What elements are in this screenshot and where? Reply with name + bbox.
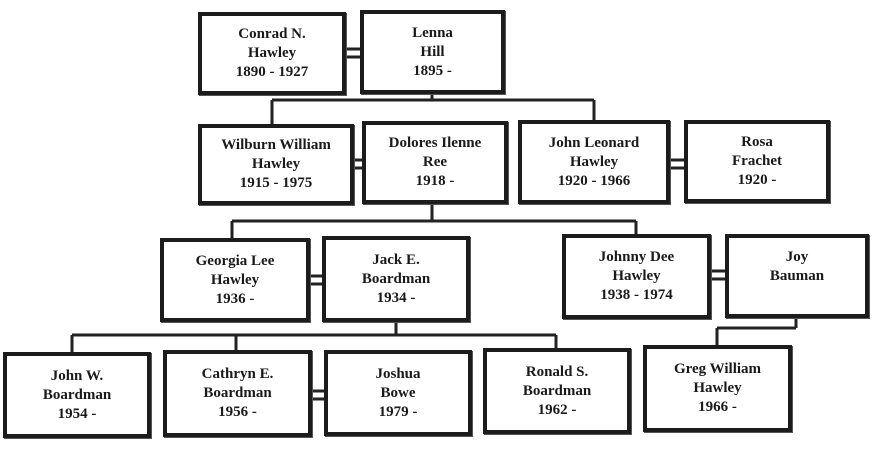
person-years: 1956 - — [218, 404, 257, 420]
person-name: Wilburn William — [221, 137, 331, 153]
person-surname: Boardman — [203, 385, 272, 401]
person-name: Greg William — [673, 361, 762, 377]
person-name: Lenna — [412, 24, 453, 41]
person-years: 1895 - — [413, 62, 452, 79]
person-surname: Hawley — [210, 271, 260, 288]
person-years: 1979 - — [378, 403, 418, 420]
person-name: Joshua — [375, 365, 421, 382]
person-surname: Hawley — [612, 268, 661, 284]
person-dolores-ree: Dolores Ilenne Ree 1918 - — [362, 121, 508, 204]
person-john-w-boardman: John W. Boardman 1954 - — [3, 352, 151, 438]
person-surname: Bauman — [769, 268, 825, 284]
person-surname: Hill — [420, 43, 445, 60]
person-years: 1918 - — [415, 173, 455, 189]
person-name: Rosa — [741, 134, 773, 150]
person-rosa-frachet: Rosa Frachet 1920 - — [684, 120, 830, 203]
person-name: Jack E. — [372, 251, 420, 268]
person-years: 1954 - — [57, 405, 97, 422]
person-name: Conrad N. — [238, 26, 306, 42]
person-surname: Boardman — [42, 386, 112, 403]
person-georgia-hawley: Georgia Lee Hawley 1936 - — [160, 238, 310, 322]
person-joy-bauman: Joy Bauman — [725, 234, 869, 318]
person-years: 1936 - — [215, 290, 255, 307]
person-surname: Boardman — [361, 270, 431, 287]
person-surname: Frachet — [732, 153, 782, 169]
person-name: John Leonard — [548, 134, 640, 151]
person-surname: Hawley — [569, 153, 619, 170]
person-joshua-bowe: Joshua Bowe 1979 - — [324, 350, 472, 436]
person-years: 1920 - 1966 — [557, 172, 631, 189]
person-name: Georgia Lee — [195, 252, 275, 269]
person-years: 1962 - — [537, 401, 577, 418]
person-name: Cathryn E. — [201, 366, 274, 382]
person-greg-hawley: Greg William Hawley 1966 - — [643, 345, 792, 432]
person-surname: Hawley — [693, 380, 742, 396]
person-years: 1934 - — [376, 289, 416, 306]
person-lenna-hill: Lenna Hill 1895 - — [360, 10, 505, 94]
person-surname: Ree — [422, 154, 448, 170]
person-years: 1920 - — [737, 172, 777, 188]
person-conrad-hawley: Conrad N. Hawley 1890 - 1927 — [198, 12, 346, 95]
person-name: John W. — [50, 367, 104, 384]
person-years: 1915 - 1975 — [239, 175, 313, 191]
person-years: 1890 - 1927 — [235, 64, 309, 80]
person-name: Johnny Dee — [598, 249, 675, 265]
person-surname: Boardman — [522, 382, 592, 399]
person-years: 1938 - 1974 — [600, 287, 673, 303]
person-ronald-boardman: Ronald S. Boardman 1962 - — [483, 348, 631, 434]
person-surname: Hawley — [251, 156, 301, 172]
person-name: Joy — [785, 249, 809, 265]
person-wilburn-hawley: Wilburn William Hawley 1915 - 1975 — [198, 124, 354, 205]
person-johnny-hawley: Johnny Dee Hawley 1938 - 1974 — [562, 234, 711, 319]
person-surname: Bowe — [380, 384, 416, 401]
person-john-leonard-hawley: John Leonard Hawley 1920 - 1966 — [518, 120, 670, 204]
person-jack-boardman: Jack E. Boardman 1934 - — [322, 236, 470, 322]
person-years: 1966 - — [698, 399, 737, 415]
person-name: Ronald S. — [525, 363, 589, 380]
person-name: Dolores Ilenne — [388, 135, 482, 151]
person-surname: Hawley — [247, 45, 297, 61]
person-cathryn-boardman: Cathryn E. Boardman 1956 - — [163, 350, 312, 437]
